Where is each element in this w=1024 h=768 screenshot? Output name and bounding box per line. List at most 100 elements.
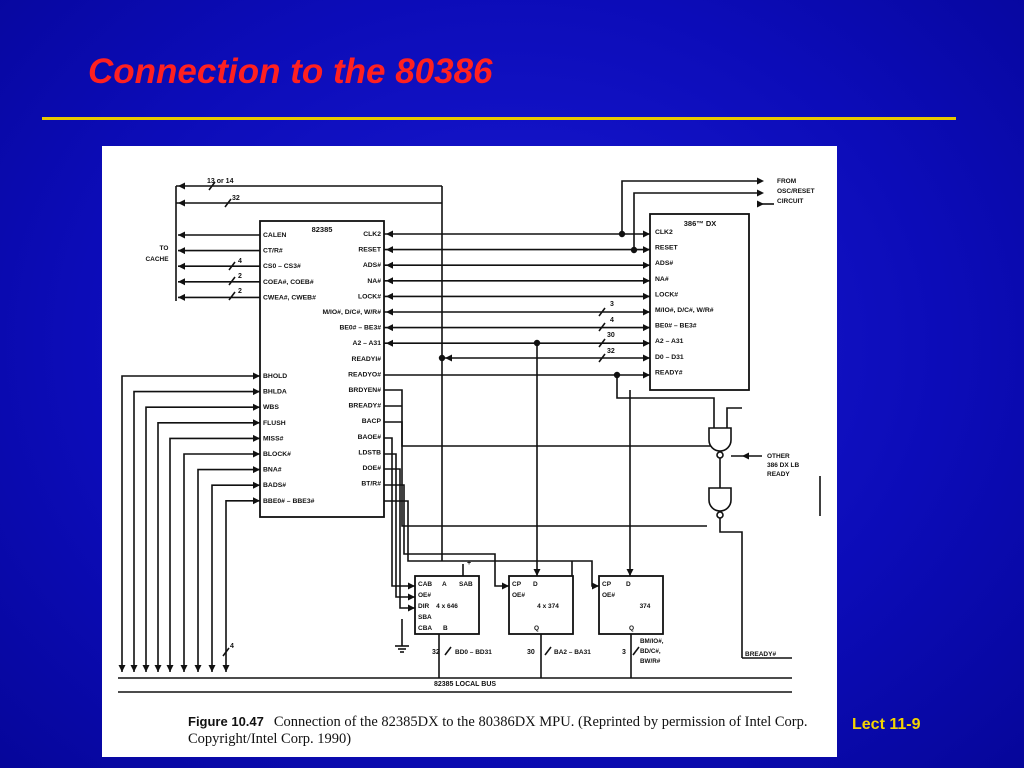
pin-386: A2 – A31 — [655, 338, 684, 345]
ready-net — [616, 372, 715, 428]
arrowhead — [386, 261, 393, 269]
from-osc-label: CIRCUIT — [777, 198, 803, 205]
btr-wire — [384, 500, 599, 587]
slide-number: Lect 11-9 — [852, 716, 921, 733]
pin-82385-right: BAOE# — [358, 434, 382, 441]
bm-label: BM/IO#, — [640, 638, 664, 645]
bus-input — [145, 406, 260, 672]
vcc-label: + — [467, 560, 471, 567]
osc-reset — [633, 192, 762, 250]
pin-374b: CP — [602, 581, 612, 588]
pin-386: D0 – D31 — [655, 354, 684, 361]
bus-label: 13 or 14 — [207, 178, 234, 185]
pin-374a: OE# — [512, 592, 525, 599]
arrowhead — [502, 582, 509, 590]
nand-gate-upper — [708, 427, 732, 452]
slide-title: Connection to the 80386 — [88, 52, 493, 91]
pin-374b: Q — [629, 625, 634, 632]
arrowhead — [178, 262, 185, 270]
pin-646: CAB — [418, 581, 432, 588]
junction-dot — [438, 354, 446, 362]
bus-slash — [598, 338, 606, 348]
arrowhead — [643, 308, 650, 316]
pin-82385-right: LOCK# — [358, 293, 381, 300]
chip-374 — [598, 575, 664, 635]
pin-82385-right: BT/R# — [361, 481, 381, 488]
local-bus-label: 82385 LOCAL BUS — [434, 681, 496, 688]
arrowhead — [178, 278, 185, 286]
pin-386: LOCK# — [655, 291, 678, 298]
pin-82385-right: BREADY# — [349, 403, 382, 410]
bacp-wire — [384, 437, 415, 587]
junction-dot — [618, 230, 626, 238]
pin-646: OE# — [418, 592, 431, 599]
arrowhead — [253, 466, 260, 474]
arrowhead — [408, 593, 415, 601]
pin-82385-left-bottom: BADS# — [263, 482, 286, 489]
arrowhead — [180, 665, 188, 672]
arrowhead — [643, 246, 650, 254]
pin-646: SBA — [418, 614, 432, 621]
arrowhead — [253, 481, 260, 489]
arrowhead — [386, 308, 393, 316]
arrowhead — [643, 371, 650, 379]
bm-label: BD/C#, — [640, 648, 661, 655]
from-osc-label: OSC/RESET — [777, 188, 815, 195]
bus-label: 32 — [607, 348, 615, 355]
bus-input — [169, 437, 260, 672]
pin-82385-left-bottom: BLOCK# — [263, 451, 291, 458]
pin-386: M/IO#, D/C#, W/R# — [655, 307, 714, 314]
pin-386: RESET — [655, 245, 679, 252]
pin-374b: D — [626, 581, 631, 588]
bus-slash — [444, 646, 452, 656]
arrowhead — [643, 339, 650, 347]
pin-82385-right: BACP — [362, 418, 382, 425]
bready-net — [719, 518, 743, 658]
pin-82385-left: CT/R# — [263, 248, 283, 255]
doe-wire — [384, 484, 509, 587]
pin-82385-right: M/IO#, D/C#, W/R# — [322, 309, 381, 316]
arrowhead — [253, 434, 260, 442]
arrowhead — [253, 388, 260, 396]
chip-4x374 — [508, 575, 574, 635]
pin-646: CBA — [418, 625, 432, 632]
junction-dot — [613, 371, 621, 379]
to-cache-label: TO — [160, 245, 169, 252]
bm-label: BW/R# — [640, 658, 661, 665]
readyo-line — [384, 389, 720, 447]
other-ready-label: READY — [767, 471, 790, 478]
pin-82385-left-bottom: MISS# — [263, 435, 284, 442]
chip-82385-name: 82385 — [312, 225, 333, 234]
chip-374a-name: 4 x 374 — [537, 603, 559, 610]
junction-dot — [630, 246, 638, 254]
other-ready-label: OTHER — [767, 453, 790, 460]
arrowhead — [533, 569, 541, 576]
arrowhead — [194, 665, 202, 672]
pin-82385-left-bottom: FLUSH — [263, 420, 286, 427]
arrowhead — [208, 665, 216, 672]
ba-bus-label: BA2 – BA31 — [554, 649, 591, 656]
nand-bubble-lower — [716, 511, 724, 519]
bus-slash — [208, 181, 216, 191]
pin-374a: CP — [512, 581, 522, 588]
bus-label: 32 — [432, 649, 440, 656]
arrowhead — [626, 569, 634, 576]
junction-dot — [533, 339, 541, 347]
arrowhead — [253, 419, 260, 427]
pin-82385-right: RESET — [358, 247, 382, 254]
arrowhead — [118, 665, 126, 672]
arrowhead — [757, 189, 764, 197]
bus-input — [183, 453, 260, 672]
pin-646: A — [442, 581, 447, 588]
arrowhead — [445, 354, 452, 362]
pin-82385-right: DOE# — [362, 465, 381, 472]
bus-slash — [598, 307, 606, 317]
bus-slash — [632, 646, 640, 656]
pin-374b: OE# — [602, 592, 615, 599]
to-cache-label: CACHE — [145, 256, 169, 263]
figure-caption-text: Connection of the 82385DX to the 80386DX… — [188, 714, 808, 747]
bus-label: 32 — [232, 195, 240, 202]
nand-gate-lower — [708, 487, 732, 512]
chip-82385 — [259, 220, 385, 518]
from-osc-label: FROM — [777, 178, 796, 185]
